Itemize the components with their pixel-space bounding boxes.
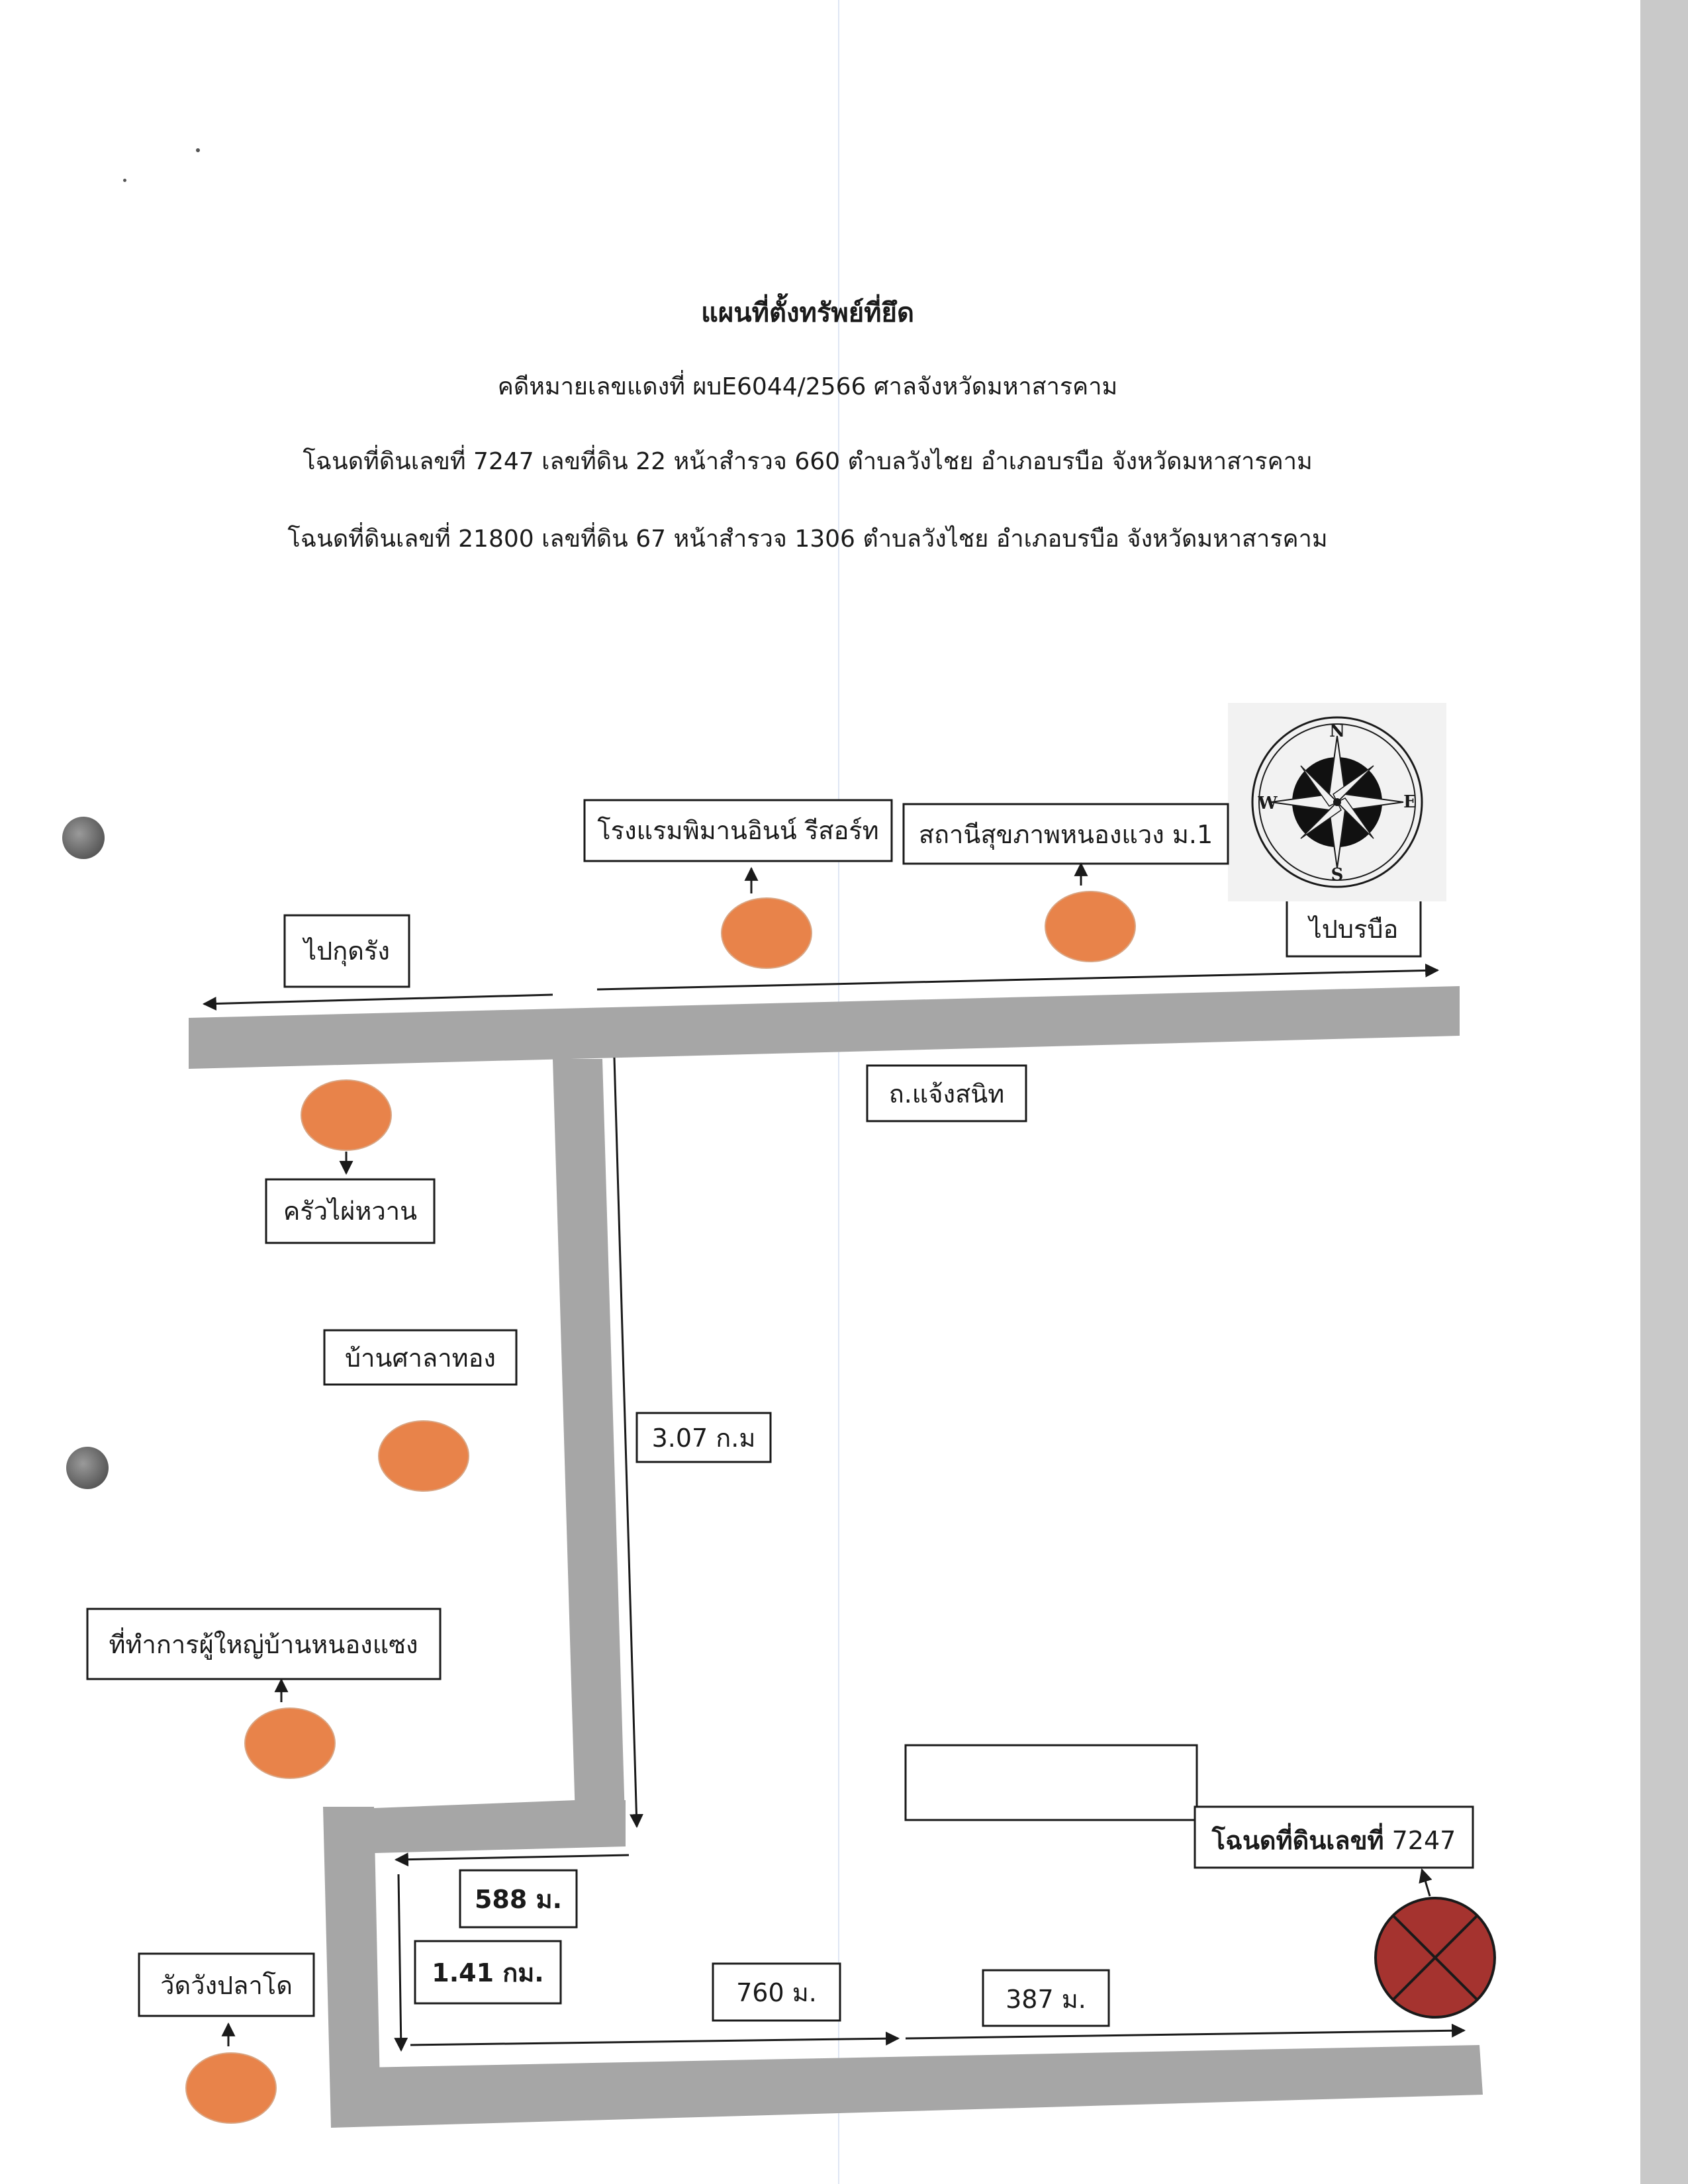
direction-label-west: ไปกุดรัง (283, 914, 410, 988)
scan-speck (123, 179, 126, 182)
landmark-village-label: บ้านศาลาทอง (345, 1343, 496, 1373)
direction-arrow-east (596, 963, 1440, 991)
lower-road-horizontal (331, 2045, 1483, 2128)
landmark-kitchen-marker (301, 1079, 392, 1151)
deed-line-7247: โฉนดที่ดินเลขที่ 7247 เลขที่ดิน 22 หน้าส… (303, 448, 1313, 475)
compass-rose: N S E W (1228, 703, 1446, 901)
landmark-hotel-label: โรงแรมพิมานอินน์ รีสอร์ท (597, 816, 878, 845)
branch-road-connector (374, 1800, 626, 1853)
deed-label-number: 7247 (1392, 1826, 1456, 1855)
landmark-health-station-marker (1045, 891, 1136, 962)
distance-arrow-387 (905, 2023, 1466, 2040)
landmark-temple-label: วัดวังปลาโด (160, 1971, 293, 2000)
landmark-village-marker (378, 1420, 469, 1492)
landmark-hotel: โรงแรมพิมานอินน์ รีสอร์ท (583, 799, 893, 969)
property-marker (1374, 1897, 1496, 2019)
deed-label-bold: โฉนดที่ดินเลขที่ (1211, 1823, 1384, 1855)
landmark-headman-office: ที่ทำการผู้ใหญ่บ้านหนองแซง (86, 1608, 442, 1779)
compass-s-label: S (1331, 865, 1344, 885)
landmark-headman-office-label: ที่ทำการผู้ใหญ่บ้านหนองแซง (109, 1627, 418, 1660)
compass-e-label: E (1403, 792, 1417, 812)
direction-label-east: ไปบรบือ (1286, 899, 1422, 958)
punch-hole-bottom (66, 1447, 109, 1489)
direction-east-text: ไปบรบือ (1307, 915, 1399, 944)
distance-arrow-branch (613, 1057, 643, 1829)
distance-760-text: 760 ม. (736, 1978, 817, 2007)
landmark-kitchen-label: ครัวไผ่หวาน (283, 1197, 417, 1226)
distance-arrow-141 (394, 1874, 408, 2052)
direction-west-text: ไปกุดรัง (302, 936, 390, 966)
compass-pivot (1333, 798, 1341, 806)
distance-588-text: 588 ม. (475, 1885, 562, 1914)
distance-label-588: 588 ม. (459, 1869, 578, 1929)
distance-arrow-588 (394, 1852, 630, 1867)
deed-label-arrow (1419, 1868, 1432, 1897)
deed-label-text: โฉนดที่ดินเลขที่ 7247 (1211, 1823, 1456, 1855)
branch-road-vertical (553, 1059, 626, 1840)
distance-label-141: 1.41 กม. (414, 1940, 562, 2005)
compass-ring-outer (1251, 716, 1423, 888)
scanner-edge (1640, 0, 1688, 2184)
road-name-text: ถ.แจ้งสนิท (889, 1079, 1005, 1109)
distance-387-text: 387 ม. (1006, 1985, 1086, 2014)
distance-label-branch: 3.07 ก.ม (635, 1412, 772, 1463)
compass-w-label: W (1257, 794, 1278, 813)
landmark-village: บ้านศาลาทอง (323, 1329, 518, 1492)
landmark-temple: วัดวังปลาโด (138, 1952, 315, 2124)
redacted-label-box (904, 1744, 1198, 1821)
landmark-headman-office-marker (244, 1707, 336, 1779)
deed-label: โฉนดที่ดินเลขที่ 7247 (1194, 1805, 1474, 1897)
distance-141-text: 1.41 กม. (432, 1958, 543, 1987)
road-network (189, 986, 1483, 2128)
property-marker-cross-b (1391, 1914, 1479, 2001)
scan-speck (196, 148, 200, 152)
lower-road-vertical (323, 1807, 381, 2128)
punch-hole-top (62, 817, 105, 859)
road-name-label: ถ.แจ้งสนิท (866, 1064, 1027, 1122)
case-number-line: คดีหมายเลขแดงที่ ผบE6044/2566 ศาลจังหวัด… (497, 373, 1118, 400)
landmark-kitchen: ครัวไผ่หวาน (265, 1079, 436, 1244)
center-fold-line (838, 0, 839, 2184)
deed-line-21800: โฉนดที่ดินเลขที่ 21800 เลขที่ดิน 67 หน้า… (287, 525, 1328, 553)
landmark-health-station: สถานีสุขภาพหนองแวง ม.1 (902, 803, 1229, 962)
distance-arrow-760 (410, 2031, 900, 2046)
distance-label-387: 387 ม. (982, 1969, 1110, 2027)
distance-branch-text: 3.07 ก.ม (652, 1424, 756, 1453)
landmark-health-station-label: สถานีสุขภาพหนองแวง ม.1 (919, 820, 1213, 850)
compass-ring-inner (1258, 723, 1416, 881)
landmark-temple-marker (185, 2052, 277, 2124)
landmark-hotel-marker (721, 897, 812, 969)
page-title: แผนที่ตั้งทรัพย์ที่ยึด (701, 298, 914, 328)
distance-label-760: 760 ม. (712, 1962, 841, 2022)
compass-n-label: N (1329, 721, 1345, 741)
main-road (189, 986, 1460, 1069)
direction-arrow-west (202, 993, 553, 1011)
